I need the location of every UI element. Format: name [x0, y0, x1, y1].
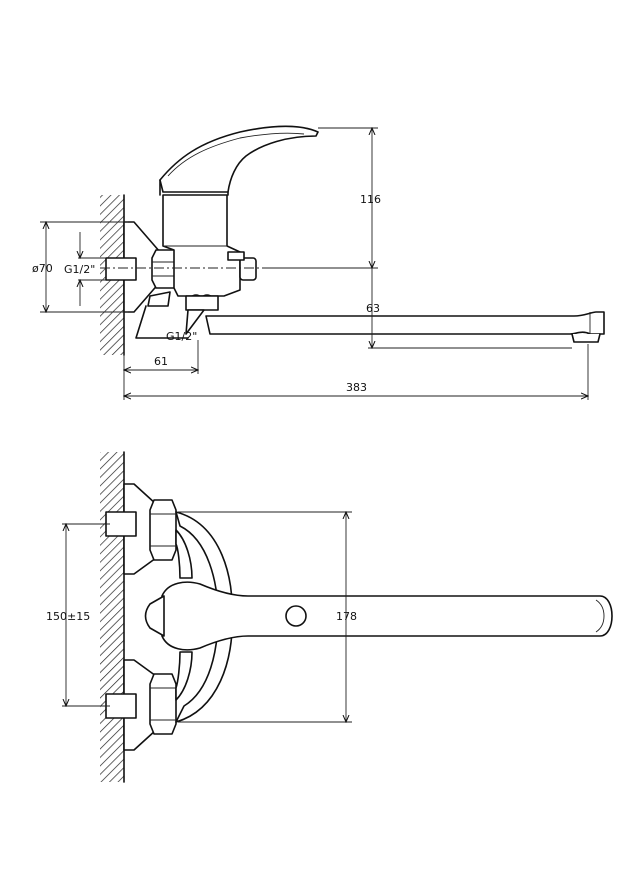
dim-thread-outlet: G1/2"	[166, 330, 197, 343]
outlet-thread	[147, 291, 171, 307]
dim-center-150: 150±15	[46, 610, 90, 623]
dim-63: 63	[366, 302, 380, 315]
handle-hole	[285, 605, 307, 627]
dim-178: 178	[336, 610, 357, 623]
dim-thread-inlet: G1/2"	[64, 263, 95, 276]
dim-383: 383	[346, 381, 367, 394]
dim-116: 116	[360, 193, 381, 206]
top-view: 150±15 178	[46, 451, 613, 783]
mixer-body	[162, 194, 241, 297]
body-crescent	[175, 511, 233, 723]
lever-handle-side	[159, 125, 319, 193]
dim-diameter-70: ø70	[32, 262, 53, 275]
spout-side	[205, 311, 605, 335]
lever-handle-top	[161, 581, 613, 651]
dim-61: 61	[154, 355, 168, 368]
wall-hatch-top	[100, 452, 124, 782]
side-view: 116 63 ø70 G1/2" G1/2" 61 383	[32, 125, 605, 400]
